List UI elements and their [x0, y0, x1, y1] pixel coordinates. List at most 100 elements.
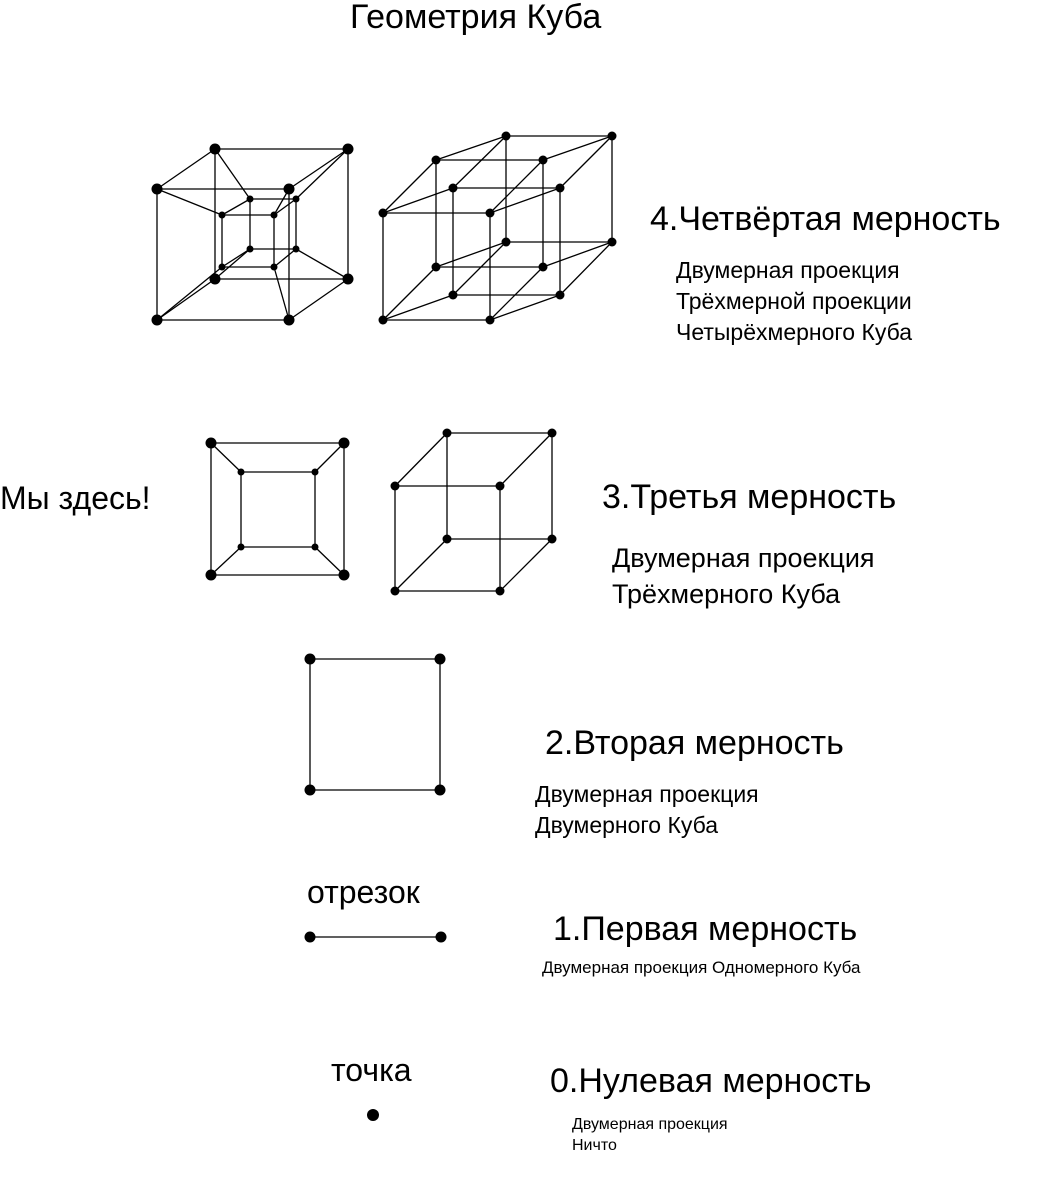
- tesseract-nested-edge: [273, 198, 297, 216]
- tesseract-nested-edge: [288, 148, 349, 190]
- tesseract-shifted-edge: [382, 187, 454, 214]
- cube-nested-edge: [314, 442, 345, 473]
- tesseract-shifted-vertex: [448, 183, 458, 193]
- cube-nested-vertex: [338, 437, 350, 449]
- cube-oblique-projection: [390, 428, 557, 596]
- cube-nested-vertex: [311, 543, 319, 551]
- tesseract-shifted-vertex: [448, 290, 458, 300]
- tesseract-nested-projection: [151, 143, 354, 326]
- tesseract-nested-vertex: [218, 211, 226, 219]
- tesseract-nested-edge: [214, 248, 251, 280]
- tesseract-shifted-vertex: [378, 208, 388, 218]
- tesseract-nested-vertex: [151, 314, 163, 326]
- dimension-1-line-1: Двумерная проекция Одномерного Куба: [542, 958, 861, 977]
- dimension-0-description: Двумерная проекция Ничто: [572, 1114, 728, 1156]
- tesseract-shifted-vertex: [431, 155, 441, 165]
- tesseract-nested-vertex: [270, 211, 278, 219]
- tesseract-shifted-edge: [435, 241, 507, 268]
- dimension-2-line-2: Двумерного Куба: [535, 812, 719, 838]
- cube-nested-vertex: [237, 543, 245, 551]
- cube-nested-vertex: [338, 569, 350, 581]
- cube-oblique-edge: [394, 432, 448, 487]
- segment-vertex: [435, 931, 447, 943]
- tesseract-shifted-edge: [382, 159, 437, 214]
- tesseract-nested-vertex: [246, 195, 254, 203]
- square-figure: [304, 653, 446, 796]
- square-vertex: [304, 653, 316, 665]
- tesseract-nested-edge: [156, 278, 216, 321]
- cube-oblique-vertex: [390, 481, 400, 491]
- dimension-4-heading: 4.Четвёртая мерность: [650, 200, 1001, 238]
- cube-oblique-vertex: [442, 428, 452, 438]
- tesseract-shifted-vertex: [538, 262, 548, 272]
- tesseract-shifted-projection: [378, 131, 617, 325]
- tesseract-shifted-edge: [489, 294, 561, 321]
- dimension-2-line-1: Двумерная проекция: [535, 781, 759, 807]
- tesseract-nested-vertex: [218, 263, 226, 271]
- tesseract-nested-edge: [156, 148, 216, 190]
- tesseract-shifted-edge: [435, 135, 507, 161]
- square-vertex: [434, 784, 446, 796]
- dimension-0-heading: 0.Нулевая мерность: [550, 1062, 872, 1100]
- cube-oblique-vertex: [547, 428, 557, 438]
- tesseract-shifted-vertex: [501, 131, 511, 141]
- cube-nested-vertex: [237, 468, 245, 476]
- cube-oblique-vertex: [390, 586, 400, 596]
- tesseract-shifted-vertex: [431, 262, 441, 272]
- tesseract-shifted-vertex: [485, 208, 495, 218]
- tesseract-shifted-vertex: [378, 315, 388, 325]
- tesseract-nested-edge: [214, 148, 251, 200]
- cube-nested-vertex: [205, 569, 217, 581]
- tesseract-shifted-vertex: [538, 155, 548, 165]
- tesseract-nested-vertex: [283, 314, 295, 326]
- cube-oblique-vertex: [495, 481, 505, 491]
- tesseract-nested-edge: [221, 248, 251, 268]
- tesseract-shifted-vertex: [607, 131, 617, 141]
- tesseract-nested-edge: [295, 248, 349, 280]
- tesseract-shifted-edge: [559, 241, 613, 296]
- point-vertex: [367, 1109, 379, 1121]
- square-vertex: [434, 653, 446, 665]
- cube-oblique-vertex: [547, 534, 557, 544]
- tesseract-shifted-vertex: [555, 290, 565, 300]
- tesseract-shifted-edge: [382, 294, 454, 321]
- tesseract-nested-vertex: [342, 273, 354, 285]
- segment-label: отрезок: [307, 874, 420, 910]
- cube-nested-vertex: [311, 468, 319, 476]
- tesseract-nested-vertex: [151, 183, 163, 195]
- tesseract-nested-vertex: [342, 143, 354, 155]
- tesseract-shifted-edge: [489, 187, 561, 214]
- tesseract-shifted-vertex: [501, 237, 511, 247]
- tesseract-nested-vertex: [270, 263, 278, 271]
- cube-oblique-vertex: [495, 586, 505, 596]
- cube-oblique-vertex: [442, 534, 452, 544]
- segment-vertex: [304, 931, 316, 943]
- square-vertex: [304, 784, 316, 796]
- cube-nested-edge: [210, 442, 242, 473]
- we-are-here-label: Мы здесь!: [0, 480, 151, 516]
- tesseract-nested-edge: [273, 248, 297, 268]
- tesseract-shifted-edge: [489, 266, 544, 321]
- dimension-4-line-3: Четырёхмерного Куба: [676, 319, 913, 345]
- dimension-0-line-1: Двумерная проекция: [572, 1116, 728, 1133]
- cube-oblique-edge: [499, 432, 553, 487]
- dimension-0-line-2: Ничто: [572, 1137, 617, 1154]
- dimension-4-line-2: Трёхмерной проекции: [676, 288, 912, 314]
- tesseract-nested-vertex: [283, 183, 295, 195]
- dimension-1-heading: 1.Первая мерность: [553, 910, 858, 948]
- tesseract-shifted-edge: [452, 241, 507, 296]
- cube-nested-projection: [205, 437, 350, 581]
- dimension-3-line-2: Трёхмерного Куба: [612, 579, 841, 609]
- tesseract-nested-edge: [295, 148, 349, 200]
- cube-oblique-edge: [499, 538, 553, 592]
- dimension-3-description: Двумерная проекция Трёхмерного Куба: [612, 540, 875, 612]
- tesseract-shifted-edge: [382, 266, 437, 321]
- page-title: Геометрия Куба: [350, 0, 602, 36]
- tesseract-nested-edge: [221, 198, 251, 216]
- dimension-2-description: Двумерная проекция Двумерного Куба: [535, 779, 759, 841]
- dimension-3-heading: 3.Третья мерность: [602, 478, 897, 516]
- tesseract-shifted-edge: [452, 135, 507, 189]
- dimension-4-line-1: Двумерная проекция: [676, 257, 900, 283]
- point-label: точка: [331, 1052, 412, 1088]
